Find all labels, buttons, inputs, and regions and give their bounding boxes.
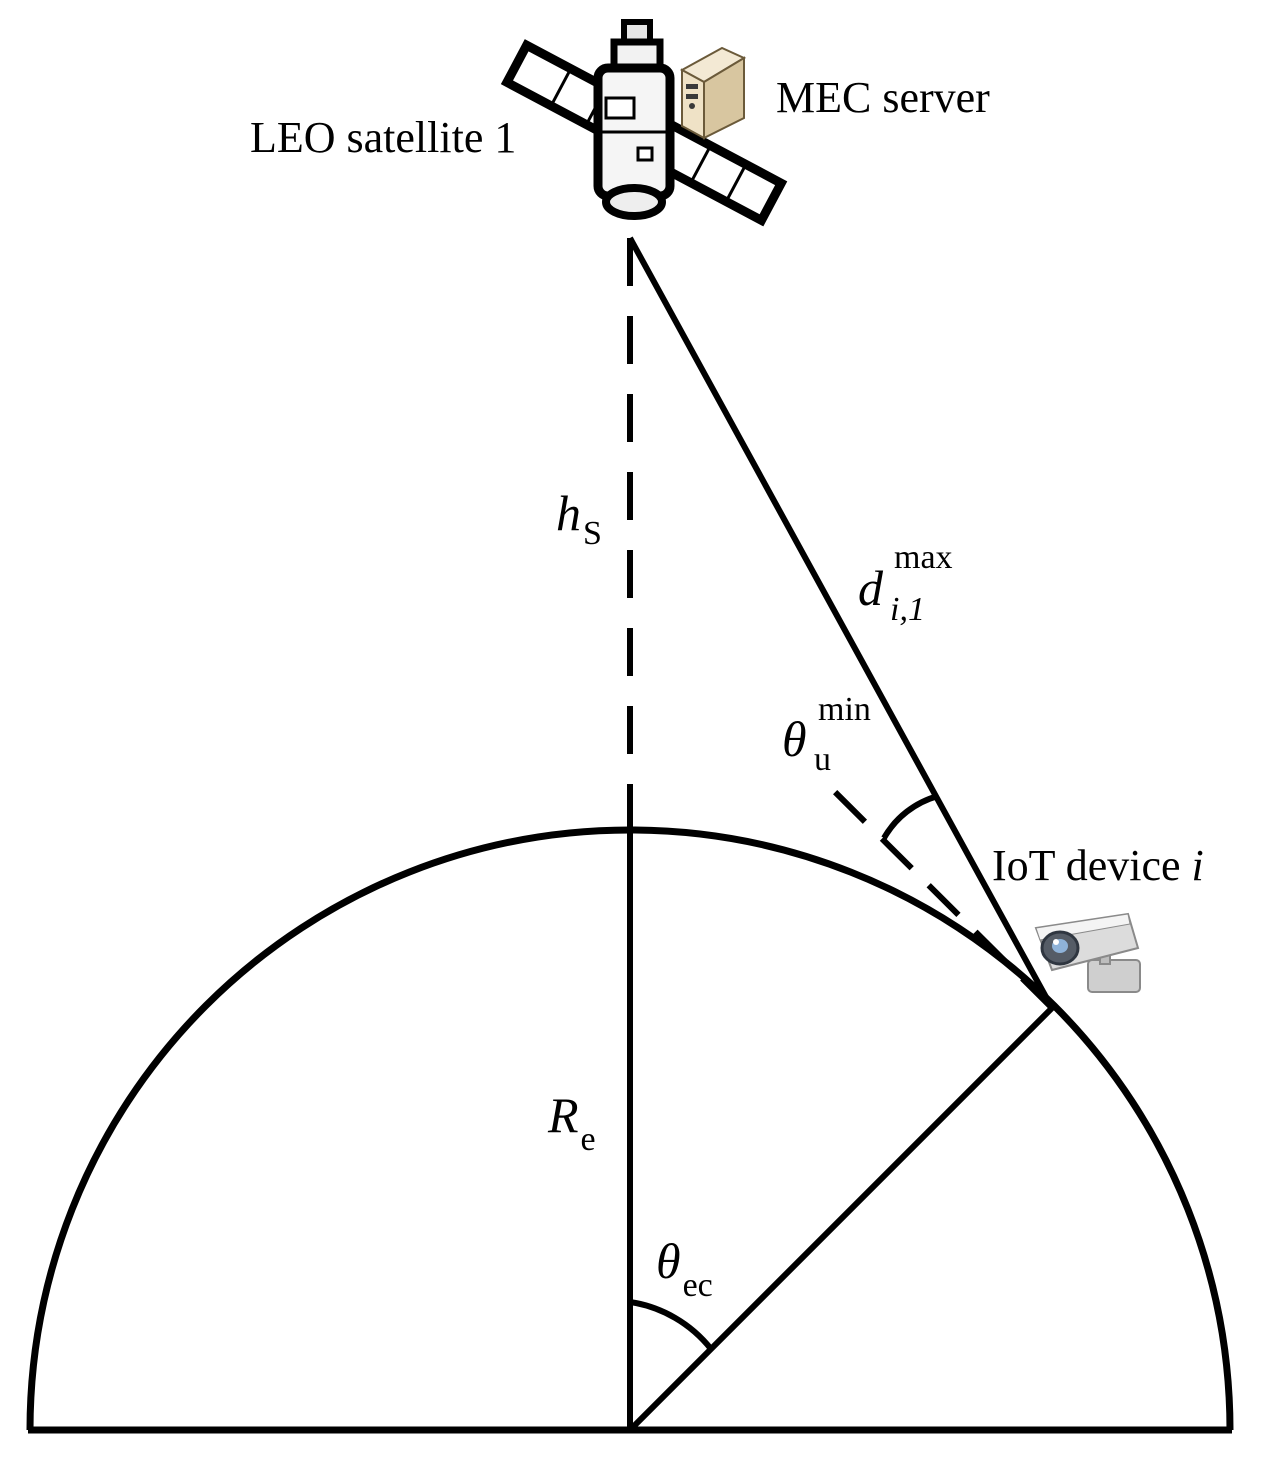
svg-text:i,1: i,1 bbox=[890, 591, 925, 628]
satellite-label: LEO satellite 1 bbox=[250, 113, 516, 162]
svg-text:d: d bbox=[858, 560, 884, 616]
device-radius-line bbox=[627, 1005, 1055, 1433]
device-label: IoT device i bbox=[992, 841, 1204, 890]
central-angle-arc bbox=[629, 1299, 714, 1351]
slant-range-label: d max i,1 bbox=[858, 539, 953, 628]
surveillance-camera-icon bbox=[1034, 912, 1141, 993]
satellite-icon bbox=[500, 19, 788, 227]
svg-text:u: u bbox=[814, 741, 831, 778]
server-icon bbox=[679, 46, 747, 140]
earth-radius-label: Re bbox=[547, 1087, 596, 1158]
svg-text:min: min bbox=[818, 691, 871, 728]
svg-text:max: max bbox=[894, 539, 953, 576]
slant-range-line bbox=[627, 236, 1055, 1010]
tangent-dashed-line bbox=[823, 780, 1055, 1011]
height-label: hS bbox=[556, 485, 602, 552]
central-angle-label: θec bbox=[656, 1233, 713, 1304]
elevation-angle-arc bbox=[881, 793, 939, 840]
svg-text:θ: θ bbox=[782, 711, 807, 767]
server-label: MEC server bbox=[776, 73, 990, 122]
elevation-angle-label: θ min u bbox=[782, 691, 871, 778]
